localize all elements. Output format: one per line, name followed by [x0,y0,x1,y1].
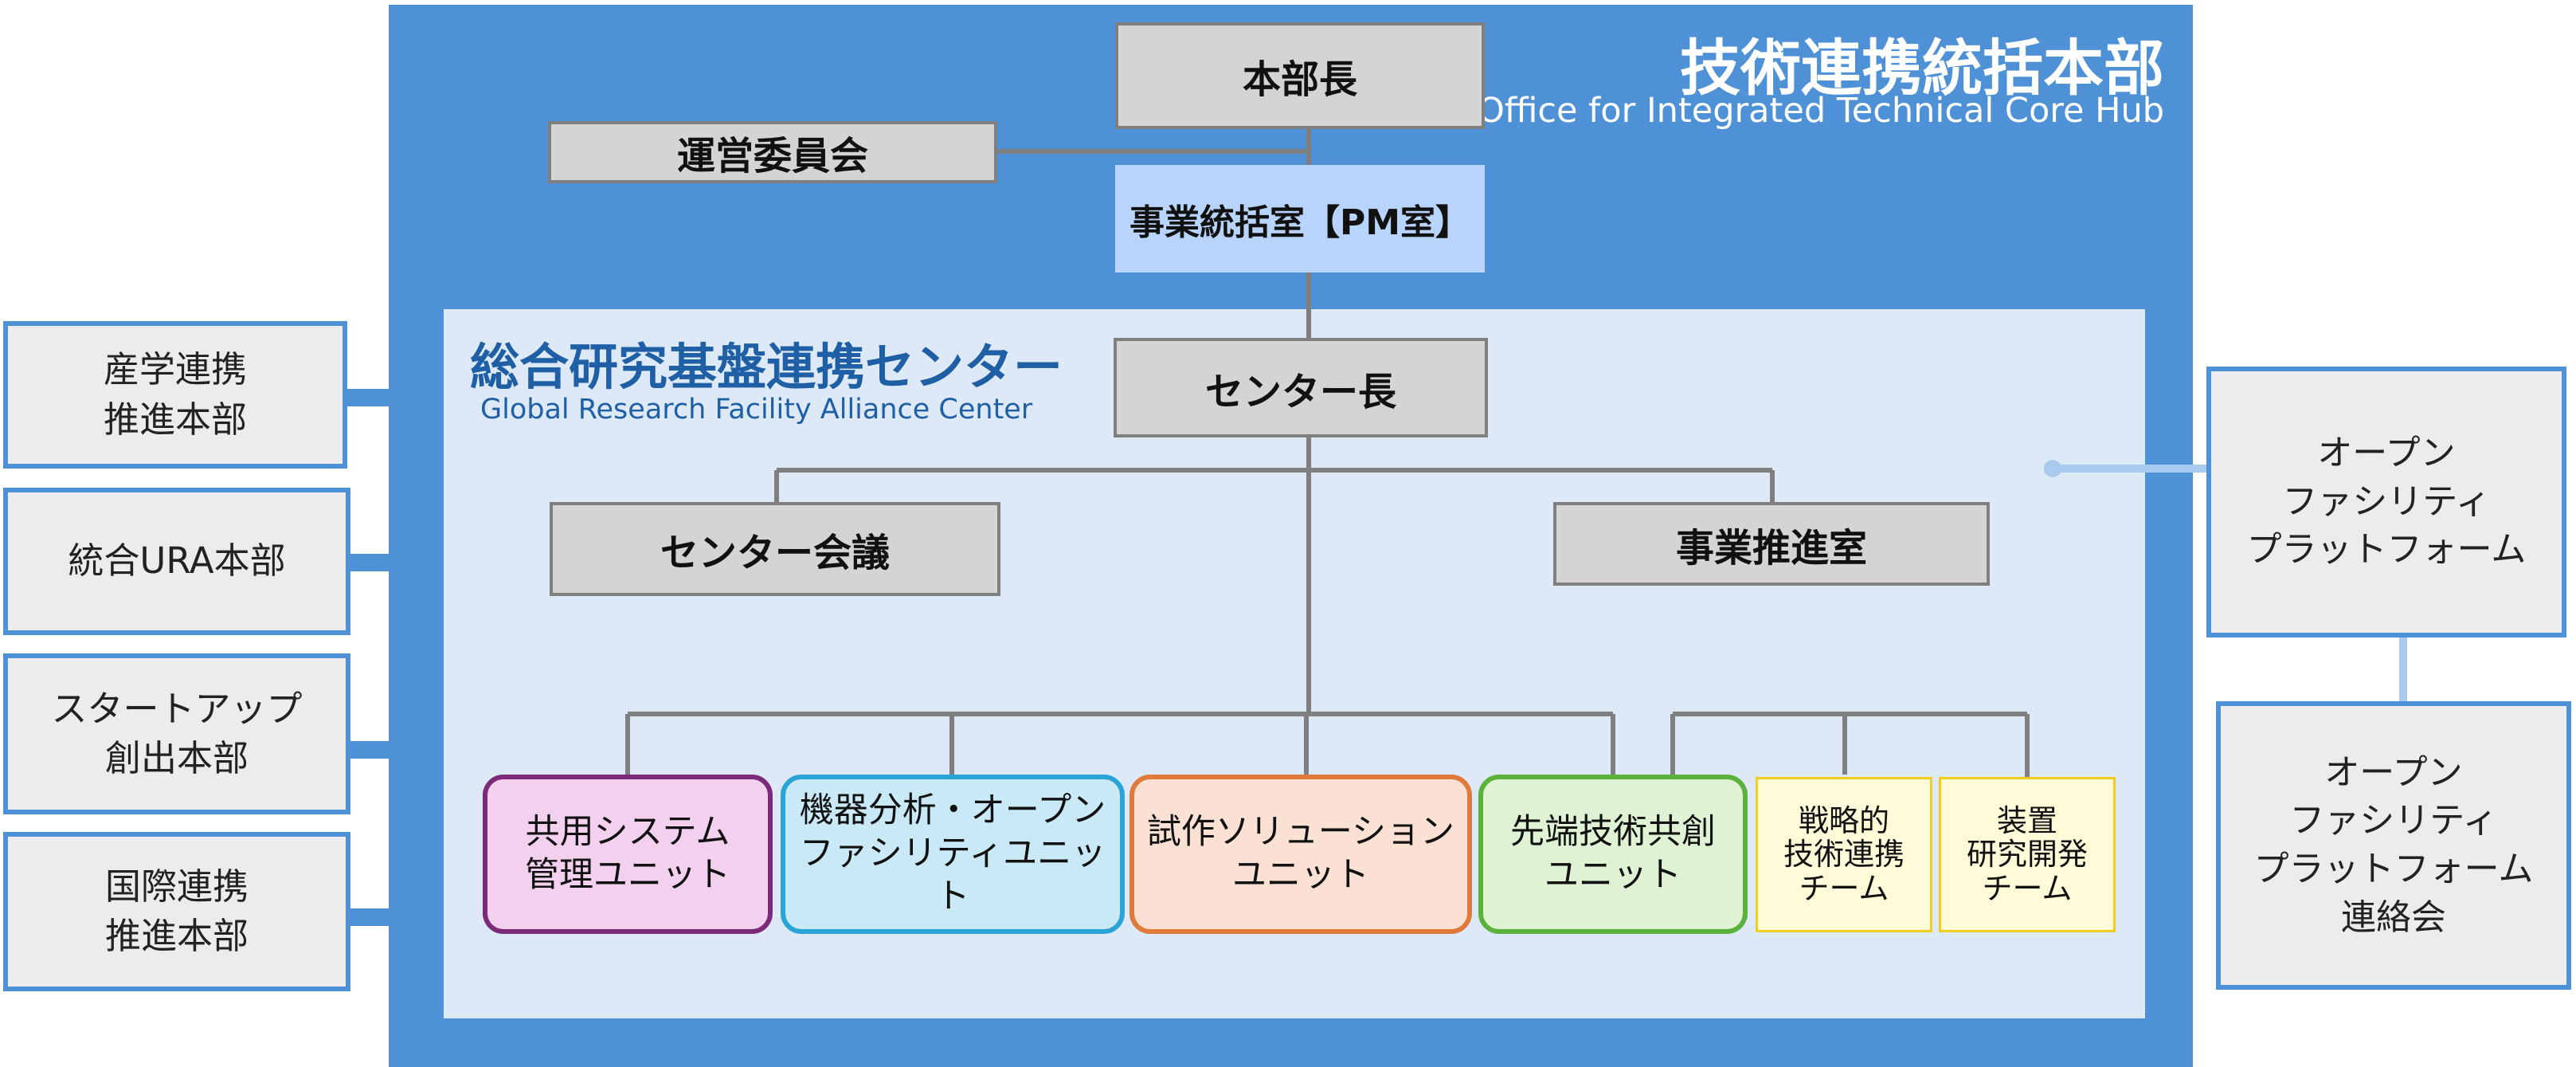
team-strategic-tech[interactable]: 戦略的 技術連携 チーム [1756,777,1932,932]
unit-advanced-cocreation-label: 先端技術共創 ユニット [1510,812,1716,895]
unit-shared-system[interactable]: 共用システム 管理ユニット [483,775,773,934]
connector-left-1 [344,389,390,406]
steering-committee-label: 運営委員会 [676,134,868,178]
headquarters-title: 技術連携統括本部 [1680,33,2164,104]
unit-advanced-cocreation[interactable]: 先端技術共創 ユニット [1478,775,1748,934]
right-open-facility-platform[interactable]: オープン ファシリティ プラットフォーム [2206,367,2566,637]
team-strategic-tech-label: 戦略的 技術連携 チーム [1783,802,1905,906]
unit-prototype-solution-label: 試作ソリューション ユニット [1146,812,1455,895]
pm-office-label: 事業統括室【PM室】 [1129,202,1471,243]
right-open-facility-platform-label: オープン ファシリティ プラットフォーム [2246,432,2527,571]
promotion-office-label: 事業推進室 [1675,525,1867,571]
dot-center-platform [2044,460,2061,477]
left-unit-ura[interactable]: 統合URA本部 [3,488,350,635]
right-open-facility-liaison-label: オープン ファシリティ プラットフォーム 連絡会 [2253,751,2534,938]
left-unit-ura-label: 統合URA本部 [68,539,286,583]
team-equipment-rd-label: 装置 研究開発 チーム [1966,802,2088,906]
pm-office-box[interactable]: 事業統括室【PM室】 [1115,165,1485,273]
left-unit-startup[interactable]: スタートアップ 創出本部 [3,653,350,814]
center-subtitle: Global Research Facility Alliance Center [480,394,1033,426]
steering-committee-box[interactable]: 運営委員会 [548,121,997,183]
left-unit-international[interactable]: 国際連携 推進本部 [3,832,350,991]
left-unit-industry-academia[interactable]: 産学連携 推進本部 [3,321,347,469]
hq-director-box[interactable]: 本部長 [1115,22,1485,129]
team-equipment-rd[interactable]: 装置 研究開発 チーム [1939,777,2116,932]
unit-prototype-solution[interactable]: 試作ソリューション ユニット [1129,775,1472,934]
left-unit-industry-academia-label: 産学連携 推進本部 [103,348,247,441]
left-unit-international-label: 国際連携 推進本部 [104,865,249,957]
hq-director-label: 本部長 [1242,57,1357,102]
center-council-box[interactable]: センター会議 [550,502,1000,596]
right-open-facility-liaison[interactable]: オープン ファシリティ プラットフォーム 連絡会 [2216,701,2571,990]
promotion-office-box[interactable]: 事業推進室 [1553,502,1990,586]
center-title: 総合研究基盤連携センター [470,338,1063,396]
unit-instrument-analysis-label: 機器分析・オープン ファシリティユニット [799,790,1106,916]
connector-left-3 [344,741,390,759]
center-director-label: センター長 [1204,369,1396,414]
unit-shared-system-label: 共用システム 管理ユニット [525,812,730,895]
headquarters-subtitle: Office for Integrated Technical Core Hub [1477,91,2164,131]
center-director-box[interactable]: センター長 [1114,338,1488,437]
connector-left-2 [344,554,390,571]
unit-instrument-analysis[interactable]: 機器分析・オープン ファシリティユニット [781,775,1125,934]
left-unit-startup-label: スタートアップ 創出本部 [51,687,303,779]
connector-left-4 [344,908,390,926]
center-council-label: センター会議 [660,531,890,575]
